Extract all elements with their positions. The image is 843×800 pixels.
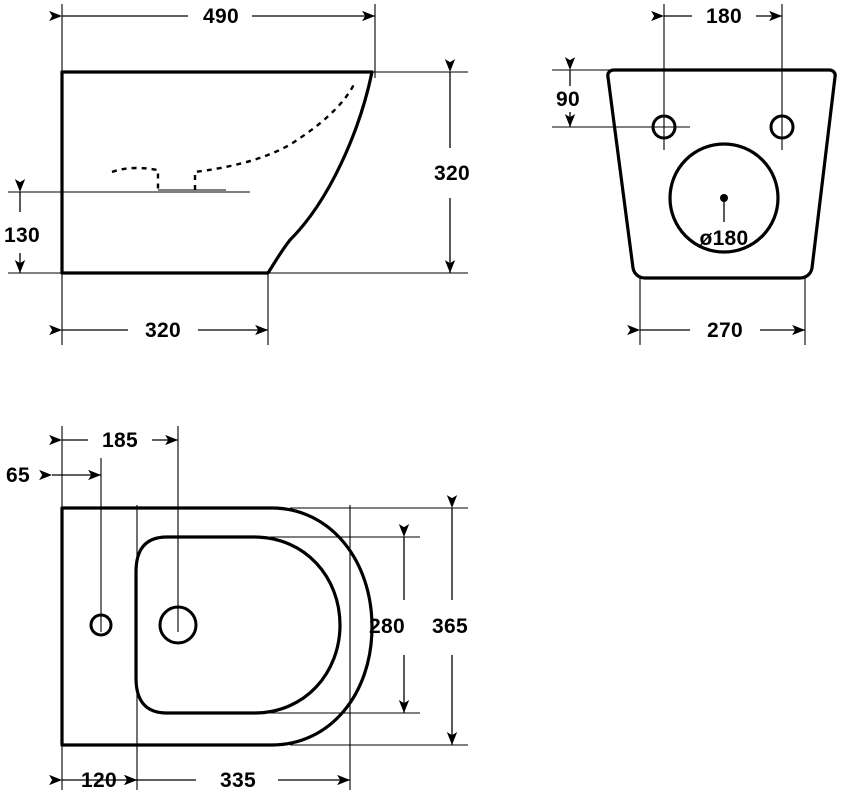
dimension-270: 270 xyxy=(627,319,805,342)
side-view: 490 320 130 320 xyxy=(4,4,470,345)
dimension-490: 490 xyxy=(49,5,375,28)
dim-label-front-bolt-spacing: 180 xyxy=(706,5,742,28)
plan-view-tap-hole xyxy=(89,613,113,637)
side-view-extension-lines xyxy=(8,4,468,345)
dim-label-side-lower-height: 130 xyxy=(4,224,40,247)
dim-label-plan-tap-offset: 65 xyxy=(6,464,30,487)
dimension-280: 280 xyxy=(369,524,410,713)
plan-view-waste-hole xyxy=(158,605,198,645)
dim-label-front-base-width: 270 xyxy=(707,319,743,342)
front-view-bolt-hole-left xyxy=(651,114,677,140)
dimension-180: 180 xyxy=(651,5,782,28)
plan-view-inner-outline xyxy=(134,535,342,715)
dimension-320-base: 320 xyxy=(49,319,268,342)
dimension-130: 130 xyxy=(4,179,40,273)
dimension-65: 65 xyxy=(6,464,101,487)
front-view-bolt-hole-right xyxy=(769,114,795,140)
plan-view-outer-outline xyxy=(60,506,374,747)
front-view-outline xyxy=(606,68,837,280)
plan-view-extension-lines xyxy=(61,426,468,790)
dimension-185: 185 xyxy=(49,429,178,452)
dimension-90: 90 xyxy=(556,57,580,127)
dimension-320-height: 320 xyxy=(434,59,470,273)
dim-label-front-waste-diameter: ø180 xyxy=(699,227,748,250)
dim-label-side-base-length: 320 xyxy=(145,319,181,342)
dim-label-plan-rear-offset: 120 xyxy=(81,769,117,792)
dim-label-side-length: 490 xyxy=(203,5,239,28)
dim-label-plan-bowl-depth: 280 xyxy=(369,615,405,638)
front-view-extension-lines xyxy=(552,4,806,345)
dim-label-front-bolt-drop: 90 xyxy=(556,88,580,111)
side-view-outline xyxy=(60,70,374,275)
dimension-335: 335 xyxy=(124,769,350,792)
dim-label-plan-overall-depth: 365 xyxy=(432,615,468,638)
side-view-hidden-bowl-left xyxy=(111,166,160,190)
front-view-waste-circle xyxy=(668,142,780,254)
front-view: ø180 180 90 270 xyxy=(552,4,837,345)
dim-label-side-height: 320 xyxy=(434,162,470,185)
side-view-hidden-bowl-right xyxy=(193,81,357,190)
dimension-120: 120 xyxy=(49,769,137,792)
dim-label-plan-bowl-length: 335 xyxy=(220,769,256,792)
dimension-365: 365 xyxy=(432,495,468,745)
dim-label-plan-bowl-offset: 185 xyxy=(102,429,138,452)
plan-view: 185 65 280 365 120 xyxy=(6,426,468,792)
